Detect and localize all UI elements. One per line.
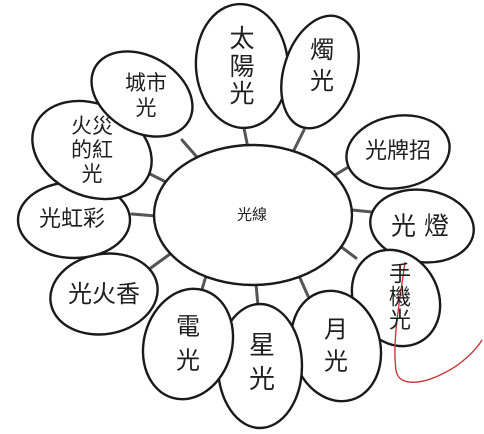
petal-label: 光牌招 <box>364 139 432 164</box>
petal-label: 光火香 <box>68 280 140 308</box>
petal-zhu-ellipse <box>280 14 360 130</box>
petal-chengshi-ellipse <box>90 50 194 138</box>
connector <box>146 252 172 272</box>
petal-label: 月 光 <box>324 315 348 376</box>
connector <box>130 212 158 218</box>
connector <box>350 208 374 214</box>
petal-label: 手 機 光 <box>388 262 412 334</box>
petal-label: 光 燈 <box>391 211 449 241</box>
connector <box>298 276 310 298</box>
petal-label: 燭 光 <box>310 35 334 95</box>
petal-label: 太 陽 光 <box>229 23 255 108</box>
connector <box>180 138 198 158</box>
petal-zhaopai-ellipse <box>345 114 451 190</box>
petal-label: 城市 光 <box>125 70 167 120</box>
pen-mark <box>394 261 483 383</box>
petal-label: 星 光 <box>248 331 276 395</box>
petal-label: 火災 的紅 光 <box>71 113 113 187</box>
connector <box>338 244 358 260</box>
center-label: 光線 <box>236 205 268 224</box>
petals <box>16 2 475 430</box>
connector <box>254 282 260 308</box>
petal-label: 電 光 <box>176 312 200 374</box>
center-ellipse <box>152 143 354 287</box>
petal-dian-ellipse <box>141 287 235 401</box>
petal-label: 光虹彩 <box>38 207 106 232</box>
